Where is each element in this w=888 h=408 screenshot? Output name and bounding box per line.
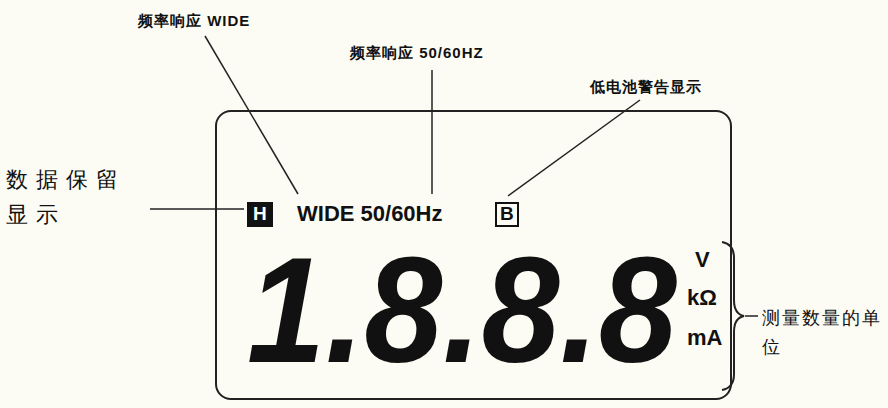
status-icon: H [247,202,273,227]
bracket [722,242,744,390]
leader-line [205,36,298,194]
display-text: kΩ [687,286,717,310]
leader-line [508,100,640,196]
callout-label: 频率响应 WIDE [138,12,278,30]
leader-line [431,70,433,194]
leader-line [745,315,758,317]
display-text: mA [687,326,722,350]
callout-label: 频率响应 50/60HZ [350,44,520,62]
lcd-display: H WIDE 50/60Hz B 1.8.8.8 VkΩ mA [215,110,732,400]
callout-label: 测量数量的单 位 [762,304,884,362]
display-text: V [695,248,710,272]
display-text: WIDE 50/60Hz [297,202,443,226]
callout-label: 低电池警告显示 [590,78,750,96]
status-icon: B [495,202,519,227]
leader-line [150,208,244,210]
segment-digits: 1.8.8.8 [247,236,677,386]
callout-label: 数据保留 显示 [6,162,146,232]
